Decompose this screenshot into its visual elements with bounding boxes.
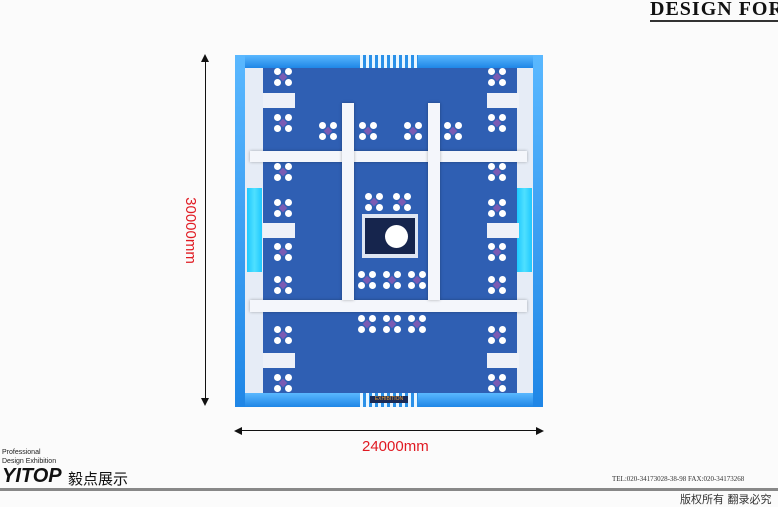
seating-cluster <box>274 243 292 261</box>
seating-cluster <box>358 315 376 333</box>
tagline-design-exhibition: Design Exhibition <box>2 458 57 465</box>
seating-cluster <box>274 68 292 86</box>
seating-cluster <box>319 122 337 140</box>
right-center-aisle <box>428 103 440 300</box>
seating-cluster <box>358 271 376 289</box>
service-counter <box>263 93 295 108</box>
service-counter <box>263 353 295 368</box>
company-name-cn: 毅点展示 <box>68 470 129 488</box>
seating-cluster <box>393 193 411 211</box>
left-center-aisle <box>342 103 354 300</box>
seating-cluster <box>274 374 292 392</box>
seating-cluster <box>488 114 506 132</box>
top-entrance <box>360 55 418 68</box>
height-dimension-label: 30000mm <box>181 197 199 264</box>
arrow-up-icon <box>201 54 209 62</box>
arrow-right-icon <box>536 427 544 435</box>
copyright-notice: 版权所有 翻录必究 <box>680 493 772 506</box>
seating-cluster <box>359 122 377 140</box>
arrow-down-icon <box>201 398 209 406</box>
seating-cluster <box>274 199 292 217</box>
seating-cluster <box>488 243 506 261</box>
seating-cluster <box>488 374 506 392</box>
width-dimension-line <box>237 430 541 431</box>
right-frame <box>533 55 543 407</box>
seating-cluster <box>488 199 506 217</box>
left-light-panel <box>247 188 262 272</box>
arrow-left-icon <box>234 427 242 435</box>
upper-aisle <box>250 151 527 162</box>
footer-divider <box>0 488 778 491</box>
central-round-table <box>385 225 408 248</box>
seating-cluster <box>274 276 292 294</box>
seating-cluster <box>488 276 506 294</box>
service-counter <box>487 93 519 108</box>
seating-cluster <box>488 68 506 86</box>
width-dimension-label: 24000mm <box>362 438 429 455</box>
left-frame <box>235 55 245 407</box>
header-divider <box>650 20 778 22</box>
seating-cluster <box>488 163 506 181</box>
seating-cluster <box>383 315 401 333</box>
height-dimension-line <box>205 57 206 403</box>
seating-cluster <box>444 122 462 140</box>
seating-cluster <box>274 114 292 132</box>
entrance-sign: EXHIBITION <box>370 396 408 403</box>
seating-cluster <box>408 271 426 289</box>
seating-cluster <box>488 326 506 344</box>
contact-info: TEL:020-34173028-38-98 FAX:020-34173268 <box>612 475 745 483</box>
lower-aisle <box>250 300 527 312</box>
seating-cluster <box>274 163 292 181</box>
service-counter <box>487 353 519 368</box>
seating-cluster <box>383 271 401 289</box>
seating-cluster <box>404 122 422 140</box>
service-counter <box>487 223 519 238</box>
company-logo: YITOP <box>2 465 62 487</box>
seating-cluster <box>274 326 292 344</box>
right-light-panel <box>517 188 532 272</box>
seating-cluster <box>365 193 383 211</box>
header-title: DESIGN FOR <box>650 0 778 20</box>
seating-cluster <box>408 315 426 333</box>
service-counter <box>263 223 295 238</box>
tagline-professional: Professional <box>2 449 41 456</box>
